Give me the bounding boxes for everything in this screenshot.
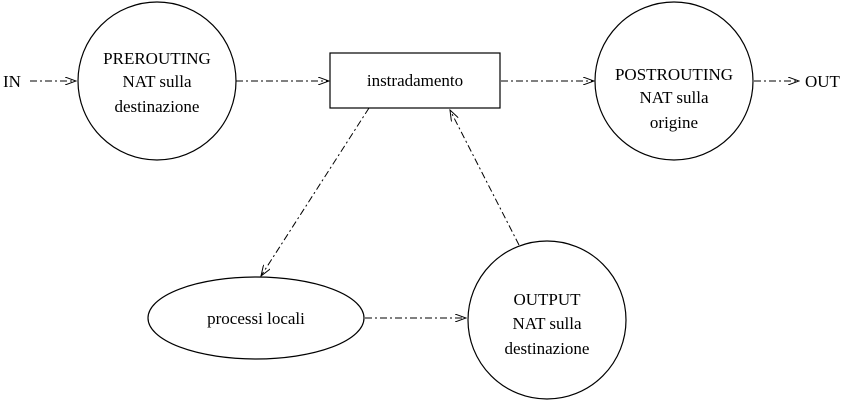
output-line-1: OUTPUT (513, 290, 581, 309)
node-output: OUTPUT NAT sulla destinazione (467, 240, 627, 400)
postrouting-line-3: origine (650, 113, 698, 132)
edge-output-to-routing (450, 110, 520, 246)
node-postrouting: POSTROUTING NAT sulla origine (594, 1, 754, 161)
input-label: IN (3, 72, 21, 91)
prerouting-line-3: destinazione (115, 97, 200, 116)
output-line-2: NAT sulla (512, 314, 582, 333)
node-routing: instradamento (329, 52, 501, 109)
prerouting-line-2: NAT sulla (122, 72, 192, 91)
output-line-3: destinazione (505, 339, 590, 358)
edge-routing-to-local (261, 107, 370, 276)
postrouting-line-2: NAT sulla (639, 88, 709, 107)
local-processes-label: processi locali (207, 309, 305, 328)
output-label: OUT (805, 72, 841, 91)
prerouting-line-1: PREROUTING (103, 49, 211, 68)
postrouting-line-1: POSTROUTING (615, 65, 733, 84)
node-prerouting: PREROUTING NAT sulla destinazione (77, 1, 237, 161)
routing-label: instradamento (367, 71, 463, 90)
node-local-processes: processi locali (147, 276, 365, 360)
